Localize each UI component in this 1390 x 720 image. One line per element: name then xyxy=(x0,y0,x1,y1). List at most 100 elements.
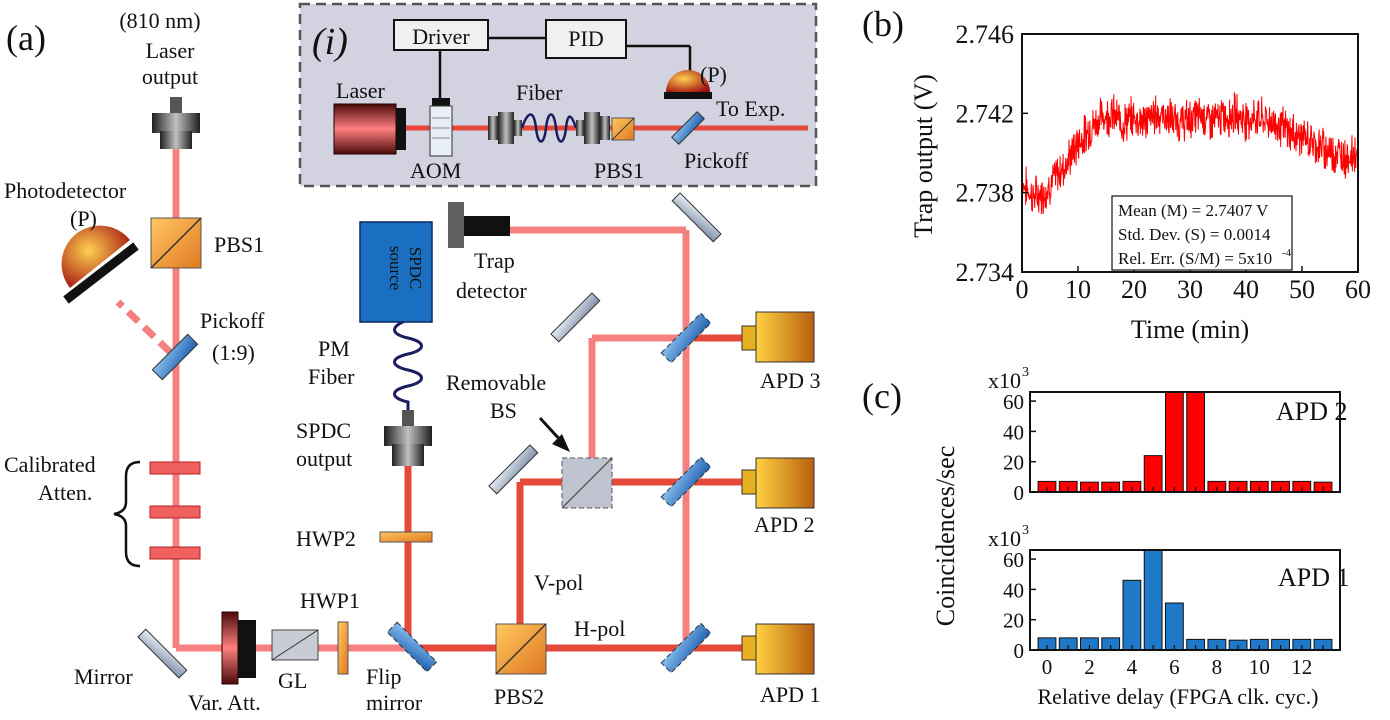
pm-fiber-coil xyxy=(393,318,423,410)
panel-c-letter: (c) xyxy=(862,376,902,416)
apd1-pickoff xyxy=(660,622,712,674)
stats-rel-err: Rel. Err. (S/M) = 5x10 xyxy=(1118,249,1272,268)
inset-pbs1-label: PBS1 xyxy=(594,158,644,183)
inset-fiber-coupler-out xyxy=(576,112,610,144)
lower-mirror xyxy=(488,444,539,495)
panel-a-letter: (a) xyxy=(6,18,46,58)
spdc-source-label-2: source xyxy=(386,246,405,290)
inset-pid-box xyxy=(545,19,627,59)
apd1-y-tick-label: 40 xyxy=(1003,578,1024,602)
apd2-chart-title: APD 2 xyxy=(1276,397,1348,426)
gl-label: GL xyxy=(278,668,307,693)
laser-output-label-1: Laser xyxy=(146,38,196,63)
apd1-x-tick-label: 4 xyxy=(1127,655,1138,679)
var-att-label: Var. Att. xyxy=(188,690,261,715)
flip-mirror xyxy=(386,621,438,673)
inset-letter: (i) xyxy=(312,21,348,63)
apd1-bar xyxy=(1143,549,1163,651)
spdc-beam-path xyxy=(404,334,760,652)
glan-laser-polarizer xyxy=(271,629,319,661)
removable-bs-label-1: Removable xyxy=(446,370,546,395)
spdc-output-connector xyxy=(384,410,432,466)
y-tick-label: 2.746 xyxy=(956,20,1015,49)
photodetector xyxy=(61,225,139,304)
apd1-chart-scale-exp: 3 xyxy=(1022,523,1029,538)
trap-detector-label-2: detector xyxy=(456,278,528,303)
y-tick-label: 2.742 xyxy=(956,99,1015,128)
apd1-y-tick-label: 60 xyxy=(1003,548,1024,572)
trap-detector-label-1: Trap xyxy=(474,248,515,273)
inset-driver-label: Driver xyxy=(412,24,470,49)
pbs2-label: PBS2 xyxy=(494,684,544,709)
apd2-label: APD 2 xyxy=(754,512,815,537)
removable-bs-arrow xyxy=(538,416,570,452)
apd2-pickoff xyxy=(660,456,712,508)
inset-laser-label: Laser xyxy=(336,78,386,103)
stats-mean: Mean (M) = 2.7407 V xyxy=(1118,201,1269,220)
inset-laser-body xyxy=(333,103,397,155)
inset-photodetector xyxy=(664,70,712,99)
trap-steering-mirror xyxy=(671,192,722,243)
pbs1-label: PBS1 xyxy=(214,232,264,257)
pm-fiber-label-2: Fiber xyxy=(308,364,355,389)
trap-detector xyxy=(448,202,510,248)
panel-c: (c) Coincidences/sec x10 3 APD 2 0 20 40 60… xyxy=(862,365,1350,709)
apd3-detector xyxy=(741,311,815,363)
calibrated-attenuators xyxy=(149,461,201,560)
inset-fiber-coil xyxy=(520,113,578,143)
pickoff-label-1: Pickoff xyxy=(200,308,265,333)
pickoff-label-2: (1:9) xyxy=(212,340,255,365)
apd1-x-tick-label: 6 xyxy=(1169,655,1180,679)
flip-mirror-label-1: Flip xyxy=(366,664,401,689)
mirror xyxy=(137,628,188,679)
apd1-x-tick-label: 8 xyxy=(1212,655,1223,679)
y-tick-label: 2.734 xyxy=(956,258,1015,287)
coincidence-xlabel: Relative delay (FPGA clk. cyc.) xyxy=(1037,684,1318,709)
removable-bs-label-2: BS xyxy=(490,398,517,423)
panel-a: (a) (810 nm) Laser output xyxy=(4,2,821,715)
apd2-frame xyxy=(1029,391,1341,493)
inset-pbs1 xyxy=(611,117,635,141)
panel-b-letter: (b) xyxy=(862,4,904,44)
flip-mirror-label-2: mirror xyxy=(366,690,423,715)
inset-fiber-coupler-in xyxy=(488,112,522,144)
trap-output-series xyxy=(1021,92,1359,215)
hwp1-label: HWP1 xyxy=(300,588,360,613)
apd2-y-tick-label: 20 xyxy=(1003,451,1024,475)
laser-output-connector xyxy=(152,97,200,149)
v-pol-label: V-pol xyxy=(534,570,583,595)
removable-beamsplitter xyxy=(561,457,613,509)
trap-stats-box: Mean (M) = 2.7407 V Std. Dev. (S) = 0.00… xyxy=(1111,195,1293,271)
apd2-chart-scale: x10 xyxy=(988,368,1021,393)
photodetector-label-1: Photodetector xyxy=(4,178,127,203)
pbs2-cube xyxy=(495,623,547,675)
inset-pickoff xyxy=(671,111,705,145)
spdc-output-label-2: output xyxy=(296,446,352,471)
inset-i: (i) Driver PID (P) Laser xyxy=(298,2,818,188)
laser-beam-path xyxy=(172,130,690,652)
apd1-bar xyxy=(1164,602,1184,651)
coincidence-ylabel: Coincidences/sec xyxy=(931,446,960,627)
spdc-source-label-1: SPDC xyxy=(406,247,425,290)
mirror-label: Mirror xyxy=(74,664,133,689)
apd1-x-tick-label: 10 xyxy=(1249,655,1270,679)
apd1-x-tick-label: 12 xyxy=(1291,655,1312,679)
apd1-label: APD 1 xyxy=(760,682,821,707)
apd1-x-tick-label: 2 xyxy=(1084,655,1095,679)
apd2-detector xyxy=(741,457,815,509)
inset-to-exp-label: To Exp. xyxy=(716,96,785,121)
apd1-detector xyxy=(741,623,815,675)
hwp2-label: HWP2 xyxy=(296,526,356,551)
apd2-bar xyxy=(1186,391,1206,493)
inset-laser-aperture xyxy=(396,108,406,150)
apd1-frame xyxy=(1029,549,1341,651)
apd2-y-tick-label: 0 xyxy=(1014,481,1025,505)
inset-driver-box xyxy=(393,19,489,51)
pickoff-plate xyxy=(151,333,199,381)
apd2-bar xyxy=(1164,391,1184,493)
apd3-label: APD 3 xyxy=(760,368,821,393)
y-tick-label: 2.738 xyxy=(956,179,1015,208)
